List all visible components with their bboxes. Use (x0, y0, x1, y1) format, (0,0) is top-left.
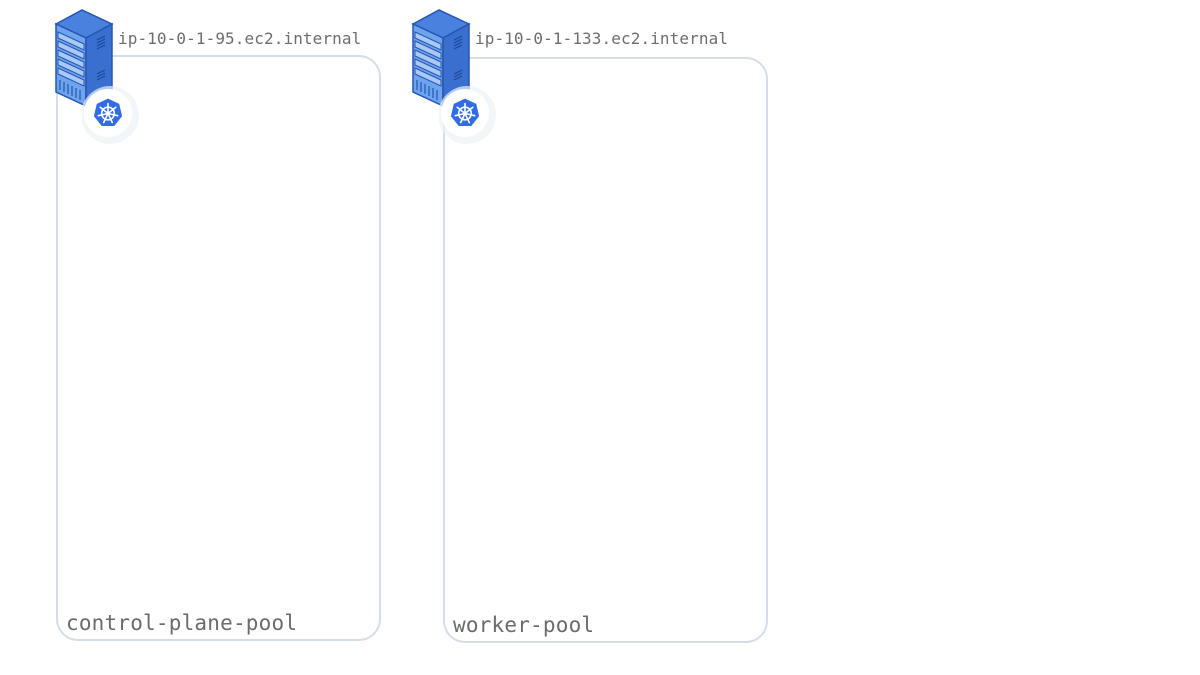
kubernetes-icon (439, 84, 501, 146)
node-pool-control-plane[interactable]: control-plane-pool (56, 55, 381, 641)
pool-label: worker-pool (453, 613, 595, 637)
pool-label: control-plane-pool (66, 611, 298, 635)
kubernetes-icon (82, 84, 144, 146)
node-name: ip-10-0-1-95.ec2.internal (118, 29, 362, 48)
node-pool-worker[interactable]: worker-pool (443, 57, 768, 643)
node-name: ip-10-0-1-133.ec2.internal (475, 29, 729, 48)
